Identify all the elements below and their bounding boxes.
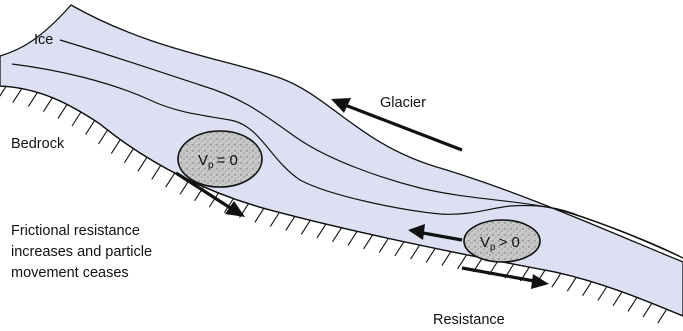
bedrock-hatch-mark (124, 149, 133, 163)
bedrock-hatch-mark (138, 157, 147, 171)
bedrock-hatch-mark (99, 130, 108, 144)
bedrock-hatch-mark (628, 297, 637, 311)
bedrock-hatch-mark (333, 228, 342, 242)
friction-caption-line-3: movement ceases (11, 265, 129, 281)
particle-moving-label: Vp> 0 (480, 234, 520, 253)
bedrock-hatch-mark (317, 224, 326, 238)
bedrock-hatch-mark (0, 86, 6, 100)
bedrock-hatch-mark (552, 273, 561, 287)
bedrock-hatch-mark (286, 216, 295, 230)
bedrock-hatch-mark (13, 89, 22, 103)
bedrock-hatch-mark (583, 282, 592, 296)
bedrock-hatch-mark (58, 104, 67, 118)
friction-caption: Frictional resistance increases and part… (11, 223, 152, 281)
bedrock-hatch-mark (458, 255, 467, 269)
friction-caption-line-2: increases and particle (11, 244, 152, 260)
bedrock-hatch-mark (301, 220, 310, 234)
resistance-arrow (462, 268, 549, 289)
bedrock-hatch-mark (643, 303, 652, 317)
bedrock-hatch-mark (598, 287, 607, 301)
bedrock-hatch-mark (364, 235, 373, 249)
bedrock-hatch-mark (111, 140, 120, 154)
bedrock-label: Bedrock (11, 136, 65, 152)
ice-label: Ice (34, 32, 53, 48)
bedrock-hatch-mark (411, 245, 420, 259)
particle-stationary: Vp= 0 (178, 131, 262, 187)
bedrock-hatch-mark (166, 173, 175, 187)
bedrock-hatch-mark (426, 248, 435, 262)
bedrock-hatch-mark (72, 112, 81, 126)
bedrock-hatch-mark (43, 98, 52, 112)
glacier-label: Glacier (380, 95, 426, 111)
bedrock-hatch-mark (28, 92, 37, 106)
bedrock-hatch-mark (152, 165, 161, 179)
bedrock-hatch-mark (442, 252, 451, 266)
bedrock-hatch-mark (348, 231, 357, 245)
bedrock-hatch-mark (613, 292, 622, 306)
bedrock-hatch-mark (658, 309, 667, 323)
bedrock-hatch-mark (567, 277, 576, 291)
particle-stationary-label: Vp= 0 (198, 152, 238, 171)
bedrock-hatch-mark (86, 121, 95, 135)
bedrock-hatch-mark (270, 213, 279, 227)
friction-caption-line-1: Frictional resistance (11, 223, 140, 239)
bedrock-hatch-mark (379, 238, 388, 252)
resistance-label: Resistance (433, 312, 505, 328)
bedrock-hatch-mark (395, 242, 404, 256)
particle-moving: Vp> 0 (464, 220, 540, 262)
bedrock-hatch-mark (255, 208, 264, 222)
